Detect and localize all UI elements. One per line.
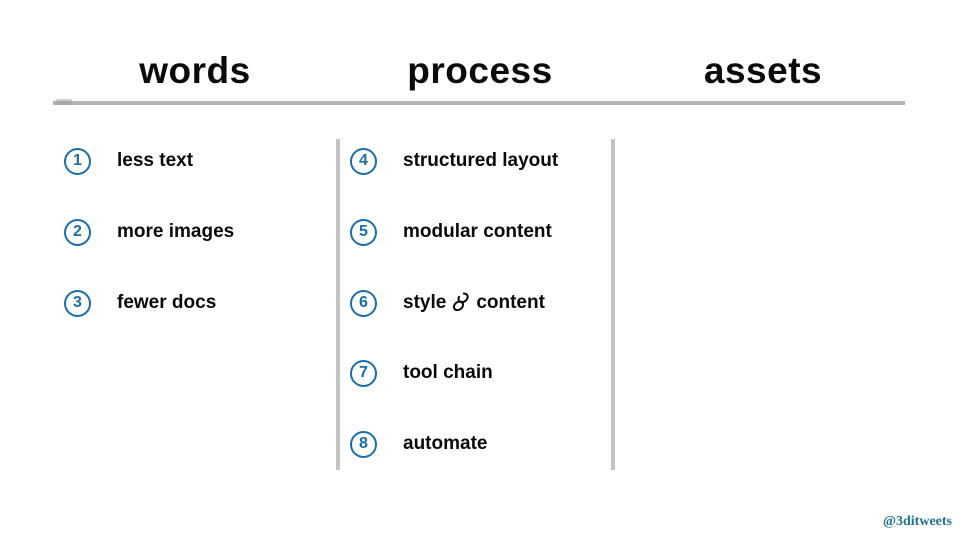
column-header-words: words	[139, 50, 251, 91]
rule-start-artifact	[56, 99, 72, 105]
divider-right-of-process	[611, 139, 615, 470]
list-item-more-images: 2 more images	[64, 210, 234, 254]
link-icon	[451, 291, 471, 320]
column-header-process: process	[407, 50, 553, 91]
numbered-badge: 8	[350, 430, 377, 458]
column-header-assets: assets	[703, 50, 823, 91]
item-label-pre: style	[403, 292, 447, 313]
item-label: more images	[117, 221, 235, 242]
list-item-style-link-content: 6 style content	[350, 281, 545, 325]
numbered-badge: 6	[350, 289, 377, 317]
list-item-structured-layout: 4 structured layout	[350, 139, 558, 183]
numbered-badge: 7	[350, 359, 377, 387]
list-item-automate: 8 automate	[350, 422, 487, 466]
item-label: tool chain	[403, 362, 493, 383]
list-item-modular-content: 5 modular content	[350, 210, 552, 254]
list-item-fewer-docs: 3 fewer docs	[64, 281, 216, 325]
numbered-badge: 3	[64, 289, 91, 317]
list-item-less-text: 1 less text	[64, 139, 193, 183]
header-underline-rule	[53, 101, 905, 105]
numbered-badge: 5	[350, 218, 377, 246]
item-label-post: content	[476, 292, 545, 313]
item-label: modular content	[403, 221, 552, 242]
numbered-badge: 4	[350, 147, 377, 175]
numbered-badge: 2	[64, 218, 91, 246]
item-label: structured layout	[403, 150, 559, 171]
item-label: style content	[403, 289, 545, 318]
divider-left-of-process	[336, 139, 340, 470]
item-label: automate	[403, 433, 488, 454]
list-item-tool-chain: 7 tool chain	[350, 351, 493, 395]
item-label: less text	[117, 150, 194, 171]
item-label: fewer docs	[117, 292, 217, 313]
watermark-handle: @3ditweets	[882, 514, 952, 529]
numbered-badge: 1	[64, 147, 91, 175]
